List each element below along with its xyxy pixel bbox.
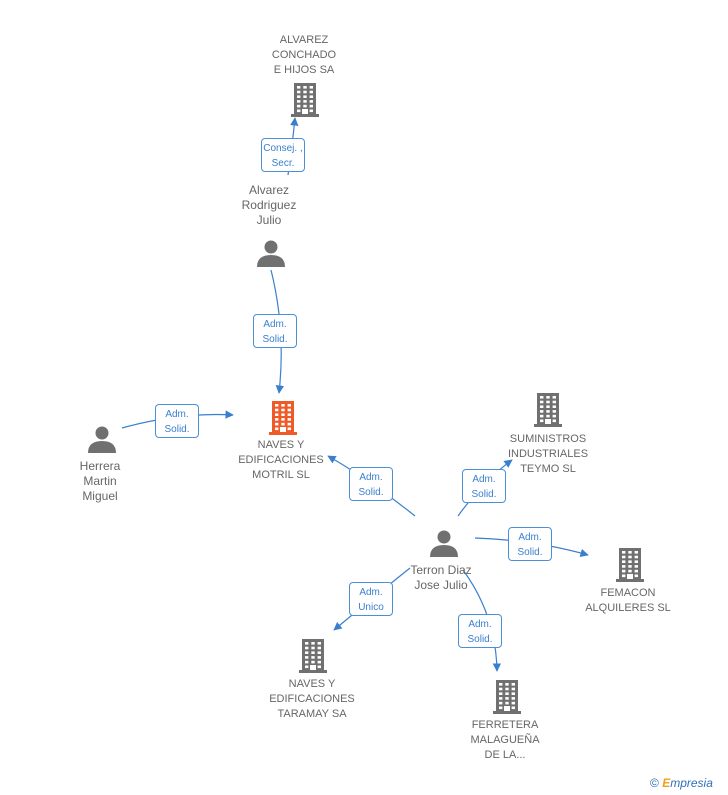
watermark-e: E [662,776,671,790]
person-icon-terron[interactable] [430,530,458,558]
edge-label-alvarez_julio-to-naves_motril[interactable]: Adm. Solid. [253,314,297,348]
watermark-text: mpresia [670,776,713,790]
building-icon-ferretera[interactable] [493,680,521,714]
copyright-icon: © [650,776,659,790]
node-label-suministros: SUMINISTROS INDUSTRIALES TEYMO SL [507,433,589,475]
node-label-naves_taramay: NAVES Y EDIFICACIONES TARAMAY SA [269,678,355,720]
node-label-terron: Terron Diaz Jose Julio [410,563,472,592]
node-label-naves_motril: NAVES Y EDIFICACIONES MOTRIL SL [238,439,324,481]
node-label-herrera: Herrera Martin Miguel [79,459,121,503]
building-icon-suministros[interactable] [534,393,562,427]
edge-label-terron-to-ferretera[interactable]: Adm. Solid. [458,614,502,648]
edge-label-terron-to-naves_motril[interactable]: Adm. Solid. [349,467,393,501]
building-icon-naves_motril[interactable] [269,401,297,435]
edge-label-herrera-to-naves_motril[interactable]: Adm. Solid. [155,404,199,438]
empresia-watermark[interactable]: © Empresia [650,776,713,790]
building-icon-naves_taramay[interactable] [299,639,327,673]
edge-label-terron-to-femacon[interactable]: Adm. Solid. [508,527,552,561]
person-icon-alvarez_julio[interactable] [257,240,285,268]
node-label-ferretera: FERRETERA MALAGUEÑA DE LA... [470,719,540,761]
person-icon-herrera[interactable] [88,426,116,454]
node-label-alvarez_conchado: ALVAREZ CONCHADO E HIJOS SA [271,34,337,76]
node-label-femacon: FEMACON ALQUILERES SL [585,587,671,614]
edge-label-terron-to-naves_taramay[interactable]: Adm. Unico [349,582,393,616]
edge-label-alvarez_julio-to-alvarez_conchado[interactable]: Consej. , Secr. [261,138,305,172]
node-label-alvarez_julio: Alvarez Rodriguez Julio [241,183,297,227]
building-icon-alvarez_conchado[interactable] [291,83,319,117]
building-icon-femacon[interactable] [616,548,644,582]
edge-label-terron-to-suministros[interactable]: Adm. Solid. [462,469,506,503]
